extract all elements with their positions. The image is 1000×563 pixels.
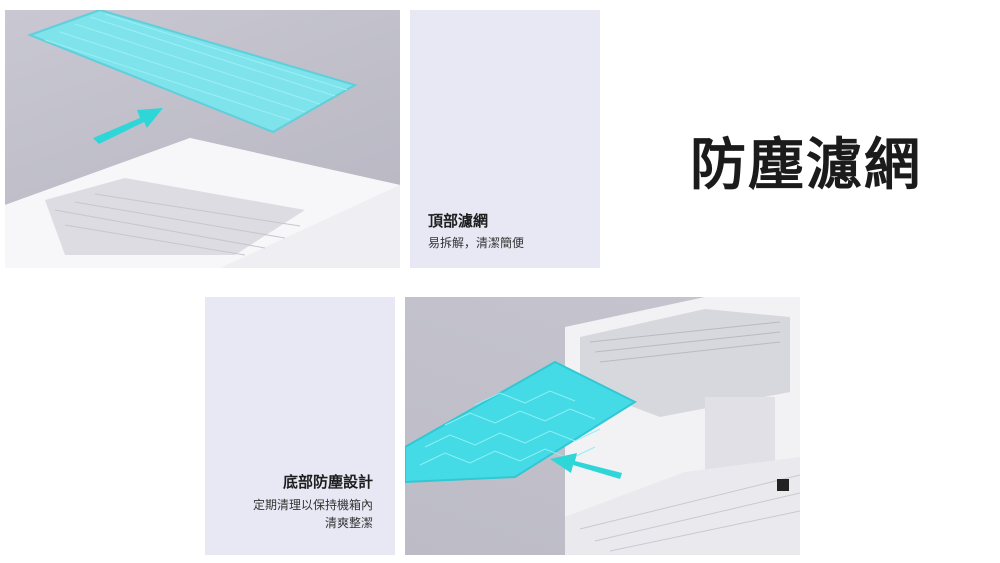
bottom-filter-title: 底部防塵設計 (282, 473, 373, 491)
case-top-vent (589, 321, 781, 363)
bottom-filter-illustration (405, 297, 800, 555)
bottom-mesh-lines (579, 474, 800, 552)
top-filter-title: 頂部濾網 (428, 212, 489, 230)
top-filter-sheet (27, 10, 358, 134)
top-filter-photo (5, 10, 400, 268)
bottom-filter-caption-panel: 底部防塵設計 定期清理以保持機箱內 清爽整潔 (205, 297, 395, 555)
insert-arrow (93, 108, 163, 144)
mesh-pattern (54, 193, 301, 256)
insert-arrow (550, 453, 622, 479)
bottom-filter-description-line2: 清爽整潔 (324, 516, 373, 530)
bottom-filter-photo (405, 297, 800, 555)
top-filter-description: 易拆解，清潔簡便 (428, 236, 525, 250)
filter-wave-pattern (44, 13, 348, 121)
case-interior-top (580, 309, 790, 417)
top-filter-illustration (5, 10, 400, 268)
page-title: 防塵濾網 (690, 133, 922, 198)
top-filter-caption-panel: 頂部濾網 易拆解，清潔簡便 (410, 10, 600, 268)
case-bottom-mesh (565, 457, 800, 555)
bottom-filter-description-line1: 定期清理以保持機箱內 (252, 498, 373, 512)
bottom-filter-sheet (405, 360, 638, 484)
case-mesh (45, 178, 305, 255)
case-foot (777, 479, 789, 491)
